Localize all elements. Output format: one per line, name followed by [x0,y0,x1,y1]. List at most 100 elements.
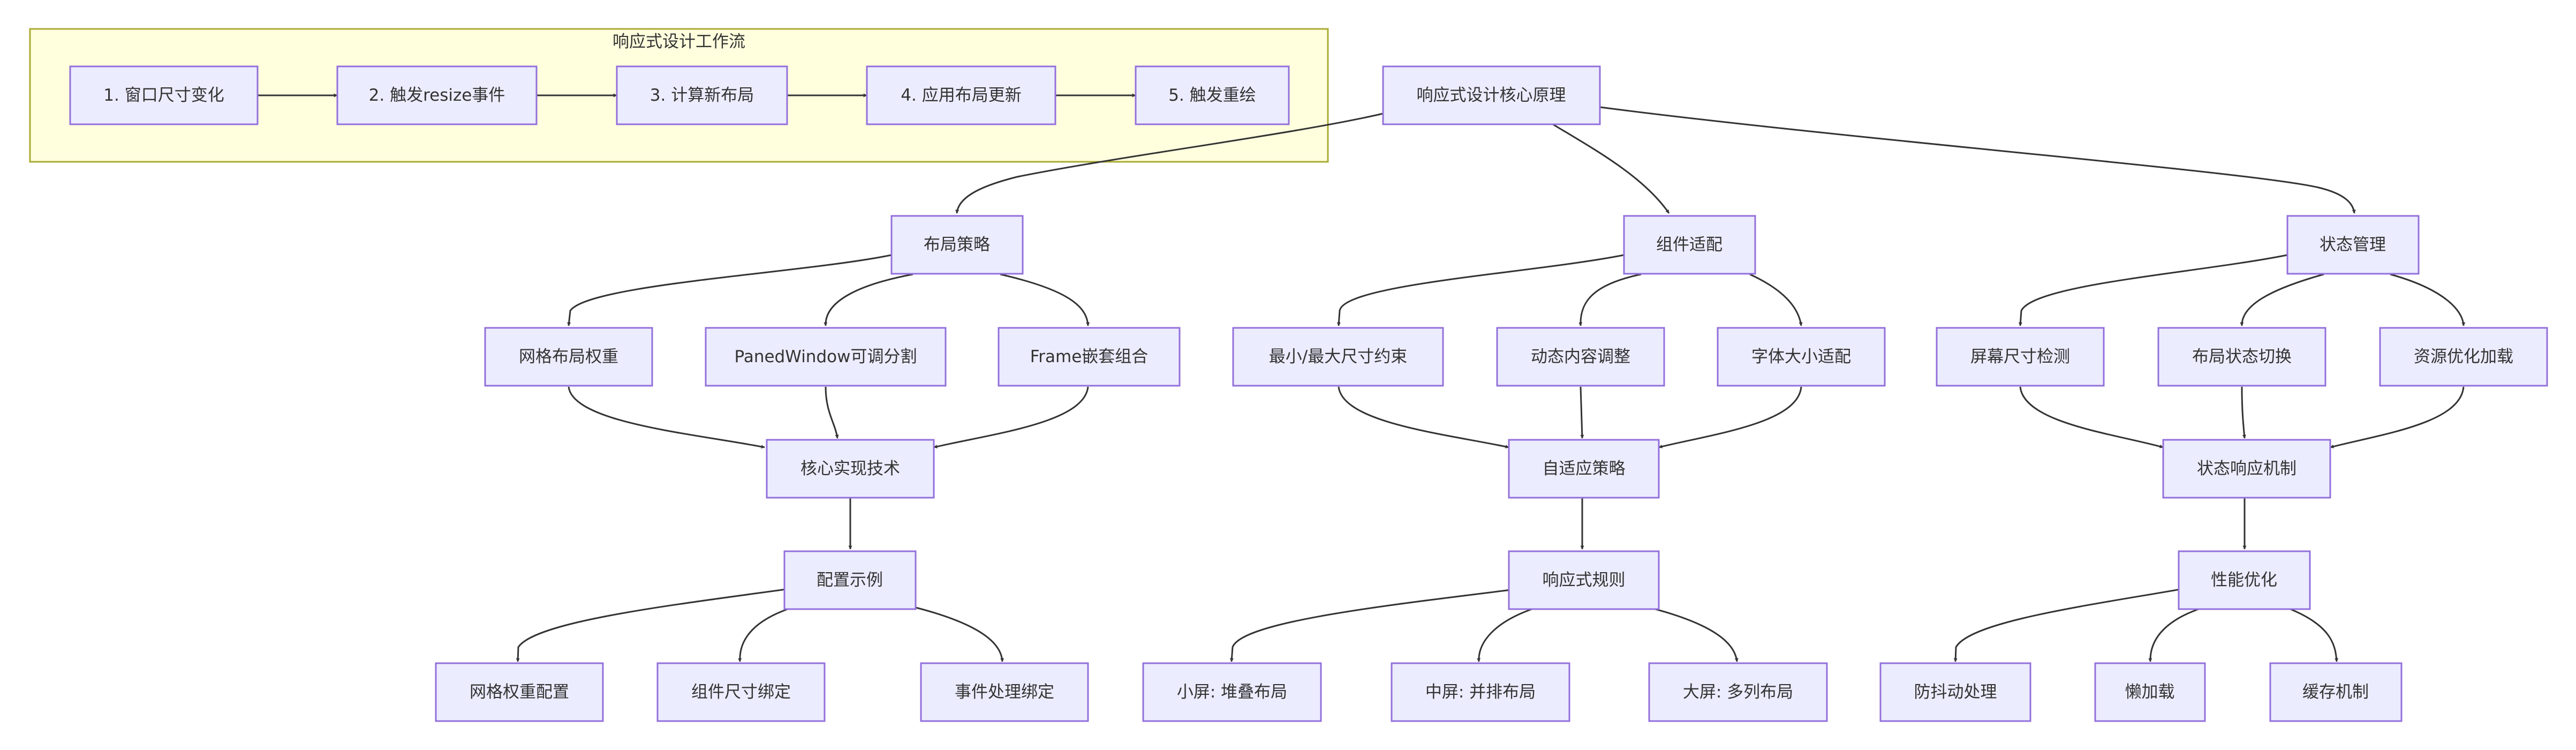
edge-component-dynamic [1578,273,1642,326]
node-trigger-redraw-box [1135,65,1290,125]
node-window-resize-label: 1. 窗口尺寸变化 [103,86,224,105]
edge-paned-core [825,386,839,439]
node-state-response-box [2162,439,2331,499]
edge-resource-resp [2330,386,2465,448]
node-component-adapt-box [1623,215,1756,275]
node-config-example[interactable]: 配置示例 [783,550,917,610]
node-performance-box [2178,550,2311,610]
node-event-binding[interactable]: 事件处理绑定 [920,662,1089,722]
node-font-size[interactable]: 字体大小适配 [1717,327,1886,387]
node-core-tech-box [766,439,935,499]
node-frame-nest-box [998,327,1181,387]
node-minmax-size-label: 最小/最大尺寸约束 [1269,347,1407,366]
node-large-screen-label: 大屏: 多列布局 [1683,682,1793,702]
edge-layout-paned [824,273,913,326]
node-grid-config-box [435,662,604,722]
node-core-principle[interactable]: 响应式设计核心原理 [1382,65,1601,125]
node-minmax-size[interactable]: 最小/最大尺寸约束 [1232,327,1444,387]
node-trigger-redraw[interactable]: 5. 触发重绘 [1135,65,1290,125]
node-layout-strategy[interactable]: 布局策略 [890,215,1024,275]
node-trigger-redraw-label: 5. 触发重绘 [1168,86,1256,105]
edge-config-grid [516,588,787,662]
node-grid-weight[interactable]: 网格布局权重 [484,327,653,387]
node-cache[interactable]: 缓存机制 [2269,662,2403,722]
node-layout-switch-box [2157,327,2326,387]
node-resource-load-label: 资源优化加载 [2414,347,2513,366]
node-apply-layout[interactable]: 4. 应用布局更新 [866,65,1056,125]
node-large-screen[interactable]: 大屏: 多列布局 [1648,662,1828,722]
edge-dynamic-adaptive [1580,386,1584,439]
node-layout-switch[interactable]: 布局状态切换 [2157,327,2326,387]
node-medium-screen[interactable]: 中屏: 并排布局 [1391,662,1570,722]
node-compute-layout[interactable]: 3. 计算新布局 [616,65,788,125]
node-size-binding[interactable]: 组件尺寸绑定 [656,662,826,722]
node-debounce-label: 防抖动处理 [1914,682,1997,702]
node-config-example-box [783,550,917,610]
edge-perf-lazy [2148,606,2204,662]
node-trigger-resize[interactable]: 2. 触发resize事件 [336,65,538,125]
edge-root-state [1599,106,2356,214]
node-window-resize-box [69,65,259,125]
node-frame-nest-label: Frame嵌套组合 [1030,347,1149,366]
node-apply-layout-label: 4. 应用布局更新 [901,86,1021,105]
edge-font-adaptive [1658,386,1802,448]
node-small-screen[interactable]: 小屏: 堆叠布局 [1142,662,1322,722]
node-performance-label: 性能优化 [2211,571,2277,590]
node-performance[interactable]: 性能优化 [2178,550,2311,610]
node-grid-config[interactable]: 网格权重配置 [435,662,604,722]
node-debounce-box [1879,662,2031,722]
node-state-response-label: 状态响应机制 [2197,459,2297,478]
node-config-example-label: 配置示例 [817,571,883,590]
edge-layout-frame [1000,273,1090,326]
edge-rules-small [1229,588,1516,662]
node-component-adapt[interactable]: 组件适配 [1623,215,1756,275]
node-core-tech[interactable]: 核心实现技术 [766,439,935,499]
node-size-binding-box [656,662,826,722]
node-debounce[interactable]: 防抖动处理 [1879,662,2031,722]
node-apply-layout-box [866,65,1056,125]
edge-component-font [1749,273,1803,326]
edge-root-layout [955,112,1384,214]
node-screen-detect-box [1936,327,2105,387]
node-lazy-load[interactable]: 懒加载 [2094,662,2206,722]
node-paned-window[interactable]: PanedWindow可调分割 [705,327,947,387]
node-minmax-size-box [1232,327,1444,387]
edge-perf-debounce [1953,588,2181,662]
edge-root-component [1552,123,1670,214]
node-state-mgmt[interactable]: 状态管理 [2286,215,2420,275]
node-dynamic-content-label: 动态内容调整 [1531,347,1630,366]
node-lazy-load-box [2094,662,2206,722]
node-event-binding-box [920,662,1089,722]
node-grid-config-label: 网格权重配置 [470,682,569,702]
edge-layout-grid [567,254,892,326]
node-trigger-resize-box [336,65,538,125]
edge-config-event [915,606,1004,662]
node-font-size-label: 字体大小适配 [1751,347,1851,366]
node-window-resize[interactable]: 1. 窗口尺寸变化 [69,65,259,125]
node-resource-load[interactable]: 资源优化加载 [2379,327,2548,387]
node-layout-strategy-label: 布局策略 [924,235,990,254]
node-dynamic-content[interactable]: 动态内容调整 [1496,327,1665,387]
node-large-screen-box [1648,662,1828,722]
edge-component-minmax [1336,254,1625,326]
node-responsive-rules[interactable]: 响应式规则 [1508,550,1660,610]
node-screen-detect[interactable]: 屏幕尺寸检测 [1936,327,2105,387]
node-dynamic-content-box [1496,327,1665,387]
edge-frame-core [933,386,1089,448]
node-state-mgmt-label: 状态管理 [2320,235,2386,254]
node-layout-switch-label: 布局状态切换 [2192,347,2292,366]
node-small-screen-box [1142,662,1322,722]
node-grid-weight-box [484,327,653,387]
node-adaptive-strategy-label: 自适应策略 [1543,459,1626,478]
node-frame-nest[interactable]: Frame嵌套组合 [998,327,1181,387]
edges [258,93,2466,662]
node-core-tech-label: 核心实现技术 [800,459,900,478]
node-state-response[interactable]: 状态响应机制 [2162,439,2331,499]
node-adaptive-strategy[interactable]: 自适应策略 [1508,439,1660,499]
node-medium-screen-box [1391,662,1570,722]
node-core-principle-box [1382,65,1601,125]
node-responsive-rules-label: 响应式规则 [1543,571,1626,590]
edge-state-screen [2018,254,2288,326]
edge-minmax-adaptive [1338,386,1509,449]
node-responsive-rules-box [1508,550,1660,610]
